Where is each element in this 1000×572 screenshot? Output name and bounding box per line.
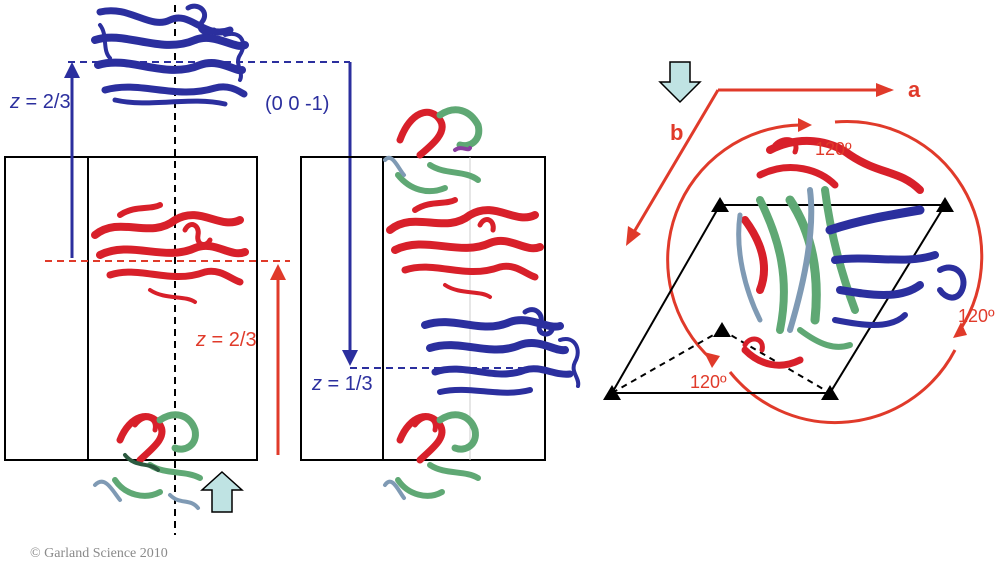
copyright-notice: © Garland Science 2010: [30, 546, 168, 561]
left-cell-frame: [4, 156, 258, 461]
axis-a-arrow: [718, 83, 894, 97]
arc-arrowhead-left: [704, 352, 720, 368]
block-arrow-down-icon: [658, 61, 702, 104]
axis-b-arrow: [626, 89, 720, 246]
miller-index-label: (0 0 -1): [265, 93, 329, 115]
axis-b-label: b: [670, 120, 683, 145]
mixed-protein-top-middle: [383, 106, 483, 195]
protein-trimer-top-view: [736, 136, 967, 369]
block-arrow-up-icon: [200, 470, 244, 513]
axis-a-label: a: [908, 77, 921, 102]
angle-label-bottom: 120º: [690, 372, 727, 392]
angle-label-top: 120º: [815, 139, 852, 159]
lattice-outline: [611, 204, 946, 394]
z-label-blue-middle: z = 1/3: [311, 373, 373, 395]
red-protein-middle: [386, 197, 544, 299]
blue-protein-top: [91, 3, 249, 107]
angle-label-right: 120º: [958, 306, 995, 326]
arc-arrowhead-right: [953, 322, 967, 338]
red-up-arrow: [270, 264, 286, 455]
blue-up-arrow: [64, 62, 80, 258]
arc-arrowhead-top: [798, 118, 812, 132]
blue-protein-middle: [421, 307, 581, 396]
mixed-protein-bottom-middle: [383, 411, 481, 500]
z-label-red: z = 2/3: [195, 329, 257, 351]
mixed-protein-bottom-left: [93, 411, 203, 510]
rotation-arcs: [666, 120, 984, 424]
triangle-marker-icon: [603, 197, 954, 400]
blue-down-arrow: [342, 62, 358, 366]
z-label-blue-top: z = 2/3: [9, 91, 71, 113]
red-protein-middle-left: [91, 202, 249, 304]
